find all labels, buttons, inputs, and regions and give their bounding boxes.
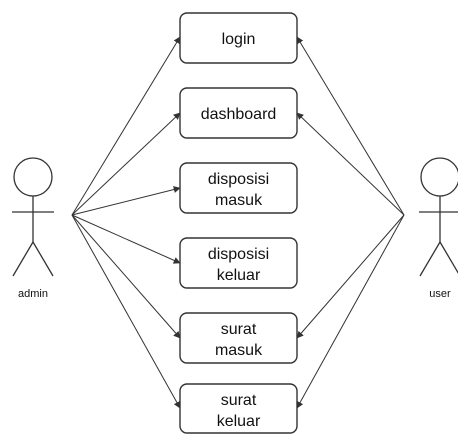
usecase-surat-masuk-box (179, 312, 298, 364)
usecase-dashboard[interactable]: dashboard (179, 87, 298, 139)
user-to-dashboard-association (296, 112, 405, 216)
user-label: user (429, 288, 451, 300)
admin-head (13, 157, 53, 197)
admin-to-surat-keluar-association (71, 214, 181, 409)
admin-to-disposisi-masuk-association (71, 186, 181, 216)
admin-to-login-association (71, 36, 181, 216)
user-left-leg (419, 241, 441, 277)
user-actor[interactable]: user (419, 157, 458, 300)
admin-to-surat-masuk-association (71, 214, 181, 339)
admin-right-leg (32, 241, 54, 277)
admin-left-leg (12, 241, 34, 277)
usecase-surat-keluar-line-2: keluar (217, 413, 261, 430)
usecase-dashboard-line-1: dashboard (201, 106, 277, 123)
usecase-login[interactable]: login (179, 12, 298, 64)
usecase-surat-keluar[interactable]: surat keluar (179, 383, 298, 434)
usecase-login-line-1: login (222, 31, 256, 48)
admin-label: admin (18, 288, 48, 300)
usecase-surat-masuk[interactable]: surat masuk (179, 312, 298, 364)
usecase-disposisi-masuk[interactable]: disposisi masuk (179, 162, 298, 214)
user-head (420, 157, 458, 197)
usecase-disposisi-masuk-line-1: disposisi (208, 171, 269, 188)
user-to-login-association (296, 36, 405, 216)
usecase-disposisi-masuk-line-2: masuk (215, 192, 263, 209)
usecase-disposisi-keluar-box (179, 237, 298, 289)
usecase-dashboard-box (179, 87, 298, 139)
admin-to-disposisi-keluar-association (71, 214, 181, 264)
usecase-surat-keluar-box (179, 383, 298, 434)
user-right-leg (439, 241, 458, 274)
usecase-disposisi-keluar-line-1: disposisi (208, 246, 269, 263)
user-to-surat-masuk-association (296, 214, 405, 339)
usecase-disposisi-keluar-line-2: keluar (217, 267, 261, 284)
associations (71, 36, 405, 409)
admin-to-dashboard-association (71, 112, 181, 216)
admin-actor[interactable]: admin (12, 157, 54, 300)
usecase-surat-masuk-line-1: surat (221, 321, 257, 338)
usecase-disposisi-keluar[interactable]: disposisi keluar (179, 237, 298, 289)
usecase-surat-masuk-line-2: masuk (215, 342, 263, 359)
usecase-login-box (179, 12, 298, 64)
usecase-surat-keluar-line-1: surat (221, 392, 257, 409)
usecase-disposisi-masuk-box (179, 162, 298, 214)
user-to-surat-keluar-association (296, 214, 405, 409)
